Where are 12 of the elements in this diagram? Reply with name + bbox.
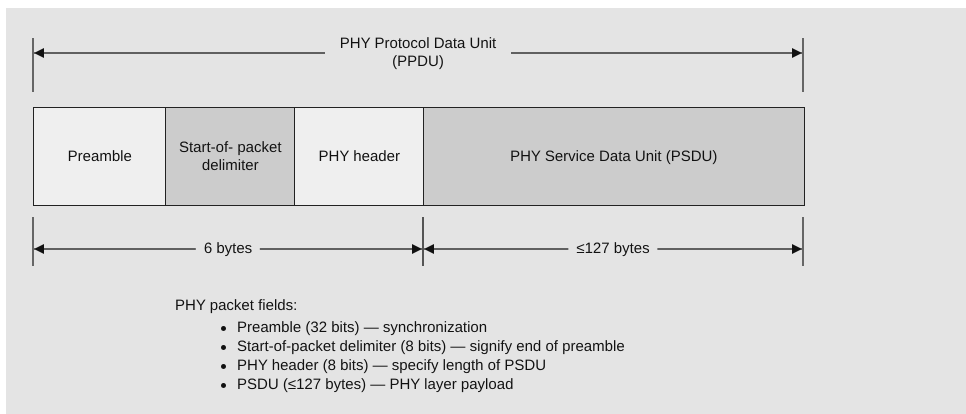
preamble-field: Preamble — [33, 107, 166, 206]
list-item: Start-of-packet delimiter (8 bits) — signify end of preamble — [215, 338, 625, 356]
list-item: PSDU (≤127 bytes) — PHY layer payload — [215, 376, 514, 394]
payload-field: PHY Service Data Unit (PSDU) — [423, 107, 804, 206]
list-item: Preamble (32 bits) — synchronization — [215, 319, 488, 337]
delimiter-field: Start-of- packet delimiter — [165, 107, 296, 206]
list-heading: PHY packet fields: — [175, 297, 298, 315]
list-item: PHY header (8 bits) — specify length of PSDU — [215, 357, 546, 375]
header-field: PHY header — [294, 107, 424, 206]
dimension-label: ≤127 bytes — [568, 240, 658, 258]
dimension-label: 6 bytes — [196, 240, 260, 258]
dimension-label: PHY Protocol Data Unit (PPDU) — [325, 35, 511, 71]
